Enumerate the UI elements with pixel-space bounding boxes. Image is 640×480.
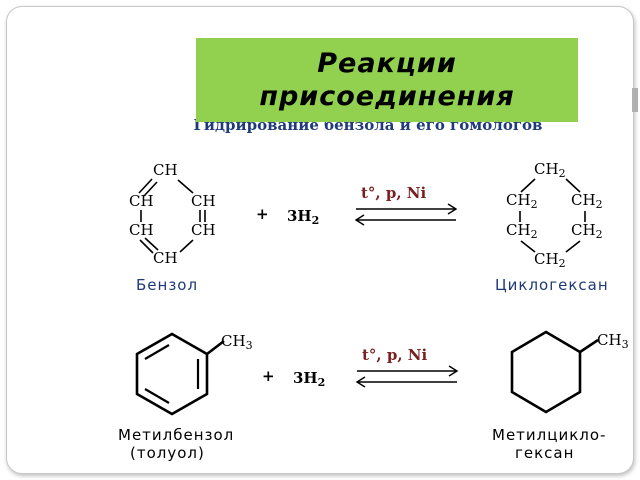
methylcyclohexane-caption-line1: Метилцикло-: [492, 426, 606, 444]
toluene-methyl-bond: [206, 339, 225, 356]
conditions-2: t°, p, Ni: [362, 346, 428, 364]
conditions-1: t°, p, Ni: [361, 184, 427, 202]
methylcyclohexane-structure: CH3: [510, 330, 629, 414]
reagent-hydrogen-2: 3H2: [293, 369, 325, 389]
methylcyclohexane-caption-line2: гексан: [515, 444, 574, 462]
cyclohexane-ch2-lower-left: CH2: [506, 221, 538, 241]
bond-double-e1: [139, 239, 154, 254]
toluene-double-bond-1: [144, 344, 170, 360]
benzene-ch-top: CH: [153, 161, 178, 179]
cyclohexane-ch2-upper-left: CH2: [506, 191, 538, 211]
toluene-caption-line1: Метилбензол: [118, 426, 234, 444]
methylcyclohexane-methyl-group: CH3: [597, 331, 629, 351]
toluene-methyl-group: CH3: [221, 332, 253, 352]
cyclohexane-ch2-lower-right: CH2: [571, 221, 603, 241]
equilibrium-arrows-2: [355, 365, 459, 388]
methylcyclohexane-methyl-bond: [579, 338, 599, 354]
methylcyclohexane-ring: [510, 330, 582, 414]
bond-double-e2: [144, 237, 159, 251]
benzene-ch-lower-right: CH: [191, 221, 216, 239]
cyclohexane-ch2-bottom: CH2: [534, 250, 566, 270]
cyclohexane-caption: Циклогексан: [495, 276, 609, 294]
bond-single-f: [179, 239, 194, 253]
toluene-structure: CH3: [135, 332, 253, 416]
slide-title: Реакции присоединения: [259, 48, 515, 112]
benzene-ch-lower-left: CH: [129, 221, 154, 239]
cyclohexane-structure: CH2 CH2 CH2 CH2 CH2 CH2: [506, 160, 603, 270]
toluene-ring: [135, 332, 209, 416]
scroll-indicator: [632, 88, 638, 112]
equilibrium-arrows-1: [354, 203, 458, 226]
plus-sign-2: +: [262, 367, 275, 385]
toluene-caption-line2: (толуол): [130, 444, 205, 462]
benzene-ch-upper-right: CH: [191, 192, 216, 210]
slide-title-box: Реакции присоединения: [196, 38, 578, 122]
bond-double-a1: [138, 178, 153, 194]
cyclohexane-ch2-top: CH2: [534, 160, 566, 180]
benzene-ch-upper-left: CH: [129, 192, 154, 210]
benzene-ch-bottom: CH: [153, 249, 178, 267]
plus-sign-1: +: [256, 205, 269, 223]
toluene-double-bond-3: [144, 388, 170, 404]
benzene-caption: Бензол: [136, 276, 198, 294]
reagent-hydrogen-1: 3H2: [287, 207, 319, 227]
bond-double-a2: [143, 181, 158, 197]
benzene-structure: CH CH CH CH CH CH: [129, 161, 216, 267]
bond-single-b: [177, 179, 194, 194]
cyclohexane-ch2-upper-right: CH2: [571, 191, 603, 211]
